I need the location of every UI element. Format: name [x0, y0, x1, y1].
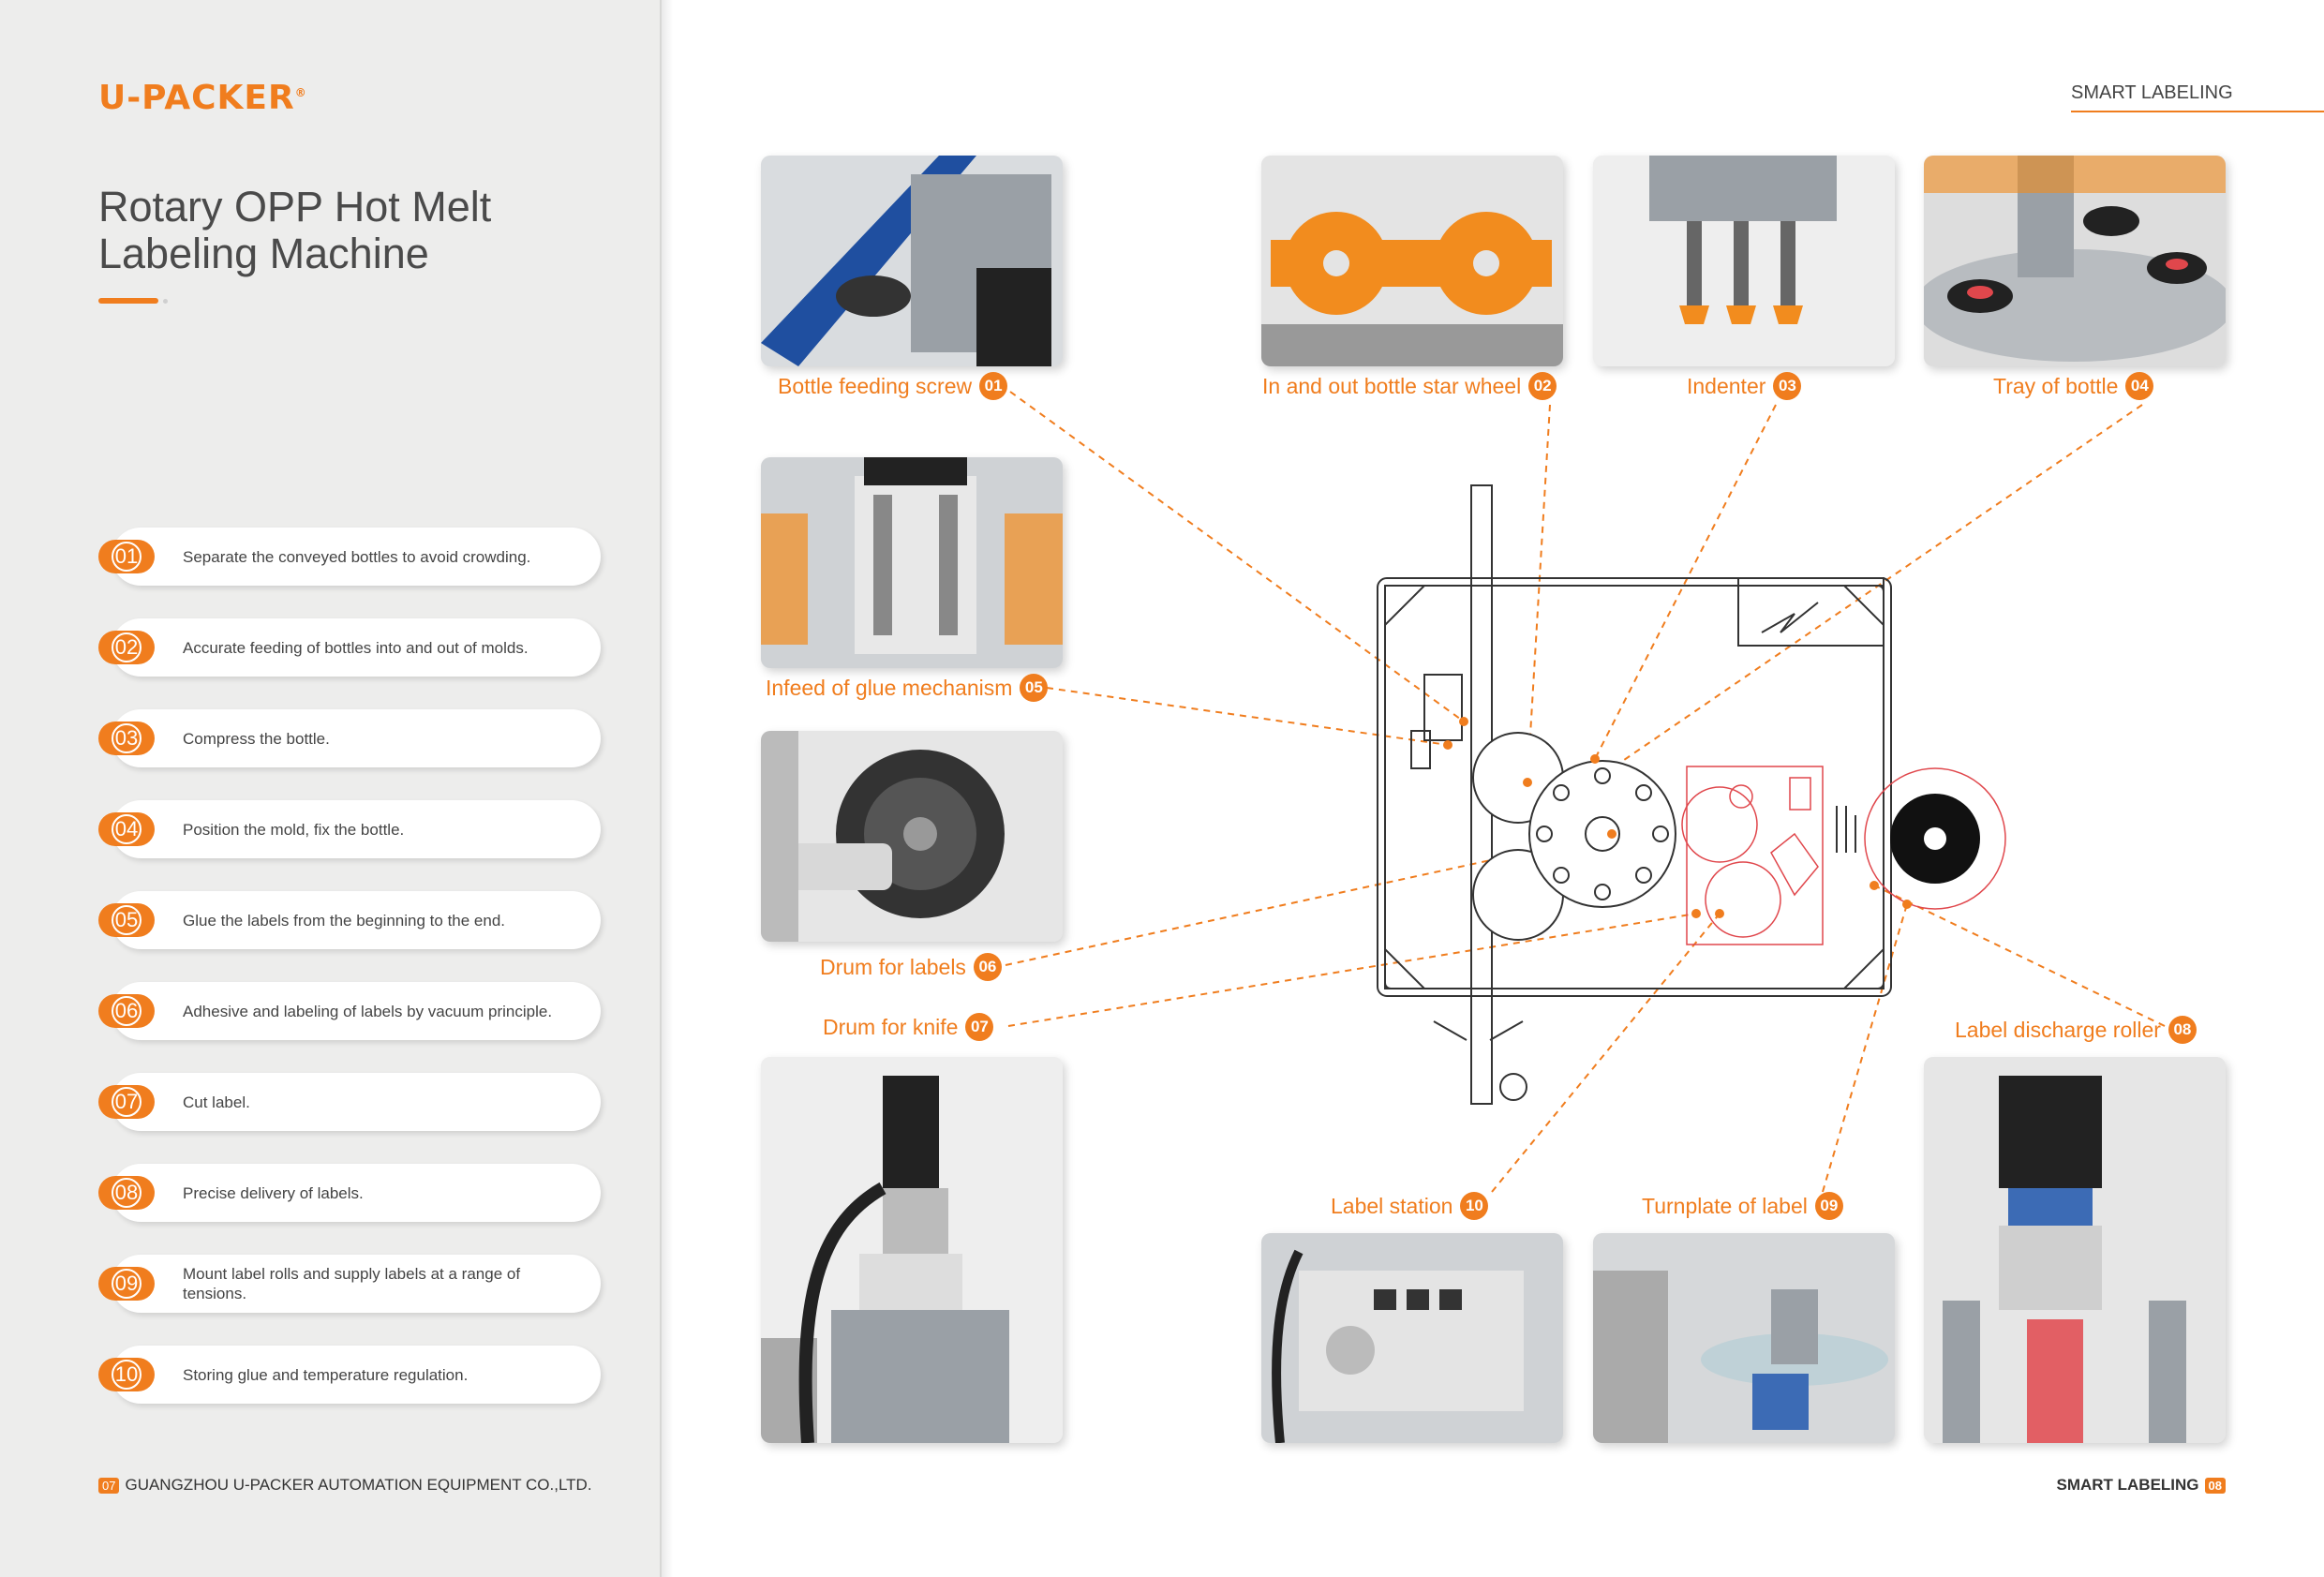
labeling-station [1681, 766, 2006, 945]
section-header: SMART LABELING [2071, 82, 2233, 103]
brand-logo: U-PACKER® [98, 79, 307, 117]
feature-item: 04 Position the mold, fix the bottle. [98, 800, 601, 858]
photo-drum-for-labels [761, 731, 1063, 942]
feature-number-badge: 04 [98, 812, 155, 846]
component-number: 05 [1020, 674, 1049, 702]
component-number: 03 [1773, 372, 1802, 400]
feature-text: Adhesive and labeling of labels by vacuu… [183, 1002, 553, 1020]
component-number: 06 [973, 953, 1002, 981]
feature-number-badge: 10 [98, 1358, 155, 1391]
feature-text: Accurate feeding of bottles into and out… [183, 638, 529, 657]
photo-label-discharge-roller [1924, 1057, 2226, 1443]
feature-text: Separate the conveyed bottles to avoid c… [183, 547, 531, 566]
feature-number-badge: 02 [98, 631, 155, 664]
feature-item: 07 Cut label. [98, 1073, 601, 1131]
photo-turnplate-of-label [1593, 1233, 1895, 1443]
feature-item: 03 Compress the bottle. [98, 709, 601, 767]
photo-star-wheel [1261, 156, 1563, 366]
star-wheels [1472, 732, 1676, 941]
label-roll-icon [1890, 794, 1980, 884]
feature-number-badge: 09 [98, 1267, 155, 1301]
component-number: 09 [1814, 1192, 1843, 1220]
photo-label-station [1261, 1233, 1563, 1443]
feature-text: Position the mold, fix the bottle. [183, 820, 405, 839]
feature-number-badge: 07 [98, 1085, 155, 1119]
component-number: 02 [1528, 372, 1557, 400]
feature-item: 01 Separate the conveyed bottles to avoi… [98, 528, 601, 586]
component-number: 04 [2125, 372, 2154, 400]
photo-drum-for-knife [761, 1057, 1063, 1443]
feature-number-badge: 06 [98, 994, 155, 1028]
feature-text: Mount label rolls and supply labels at a… [183, 1265, 521, 1302]
feature-item: 05 Glue the labels from the beginning to… [98, 891, 601, 949]
photo-bottle-feeding-screw [761, 156, 1063, 366]
leader-endpoints [1443, 717, 1912, 918]
feature-number-badge: 08 [98, 1176, 155, 1210]
feature-text: Glue the labels from the beginning to th… [183, 911, 506, 930]
feature-text: Cut label. [183, 1093, 250, 1111]
page-number: 07 [98, 1477, 120, 1494]
page-number: 08 [2204, 1477, 2226, 1494]
left-panel [0, 0, 662, 1577]
title-dot [163, 299, 168, 304]
component-number: 07 [965, 1013, 994, 1041]
feature-text: Precise delivery of labels. [183, 1183, 364, 1202]
photo-indenter [1593, 156, 1895, 366]
footer-section: SMART LABELING [2056, 1476, 2199, 1494]
component-number: 08 [2168, 1016, 2197, 1044]
section-header-line [2071, 111, 2324, 112]
company-name: GUANGZHOU U-PACKER AUTOMATION EQUIPMENT … [125, 1476, 592, 1494]
feature-item: 10 Storing glue and temperature regulati… [98, 1346, 601, 1404]
photo-tray-of-bottle [1924, 156, 2226, 366]
component-number: 01 [979, 372, 1008, 400]
feature-text: Storing glue and temperature regulation. [183, 1365, 469, 1384]
label-guides [1836, 806, 1856, 853]
feature-item: 06 Adhesive and labeling of labels by va… [98, 982, 601, 1040]
feature-text: Compress the bottle. [183, 729, 330, 748]
footer-left: 07 GUANGZHOU U-PACKER AUTOMATION EQUIPME… [98, 1476, 592, 1495]
page-title: Rotary OPP Hot Melt Labeling Machine [98, 183, 492, 277]
feature-number-badge: 05 [98, 903, 155, 937]
bottle-positions [1536, 767, 1669, 900]
footer-right: SMART LABELING 08 [2056, 1476, 2226, 1495]
machine-frame [1377, 484, 1892, 1105]
title-underline [98, 298, 158, 304]
feature-item: 02 Accurate feeding of bottles into and … [98, 618, 601, 677]
component-number: 10 [1460, 1192, 1489, 1220]
feature-number-badge: 01 [98, 540, 155, 573]
feature-item: 08 Precise delivery of labels. [98, 1164, 601, 1222]
feature-number-badge: 03 [98, 722, 155, 755]
feature-item: 09 Mount label rolls and supply labels a… [98, 1255, 601, 1313]
panel-divider [660, 0, 673, 1577]
photo-glue-mechanism [761, 457, 1063, 668]
